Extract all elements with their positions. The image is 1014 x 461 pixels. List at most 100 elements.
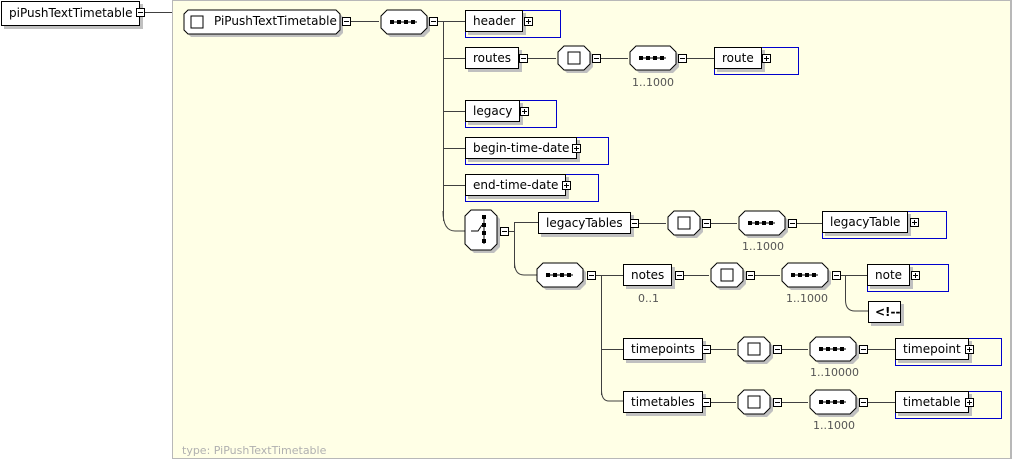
- element-notes[interactable]: notes: [623, 264, 673, 286]
- connector: [755, 275, 780, 276]
- sequence-compositor[interactable]: [808, 336, 859, 365]
- collapse-toggle[interactable]: [500, 227, 509, 236]
- occurrence-label: 1..1000: [742, 240, 784, 253]
- sequence-compositor[interactable]: [808, 389, 859, 418]
- connector: [797, 223, 822, 224]
- element-routes[interactable]: routes: [465, 47, 519, 69]
- element-timetable[interactable]: timetable: [895, 391, 969, 413]
- connector: [351, 21, 379, 22]
- collapse-toggle[interactable]: [859, 345, 868, 354]
- element-legacyTables[interactable]: legacyTables: [538, 212, 631, 234]
- expand-toggle[interactable]: [572, 144, 581, 153]
- element-note[interactable]: note: [867, 264, 911, 286]
- expand-toggle[interactable]: [965, 345, 974, 354]
- element-begin-time-date[interactable]: begin-time-date: [465, 137, 578, 159]
- connector: [684, 275, 709, 276]
- element-route[interactable]: route: [714, 47, 762, 69]
- occurrence-label: 1..1000: [632, 76, 674, 89]
- collapse-toggle[interactable]: [788, 219, 797, 228]
- connector: [514, 223, 515, 268]
- collapse-toggle[interactable]: [136, 8, 145, 17]
- sequence-compositor[interactable]: [535, 262, 586, 291]
- connector: [145, 12, 173, 13]
- connector: [711, 223, 737, 224]
- connector: [601, 58, 628, 59]
- connector: [841, 275, 867, 276]
- collapse-toggle[interactable]: [342, 17, 351, 26]
- connector: [782, 402, 808, 403]
- complex-type-label: PiPushTextTimetable: [214, 14, 337, 28]
- element-legacyTable[interactable]: legacyTable: [822, 211, 909, 233]
- expand-toggle[interactable]: [520, 107, 529, 116]
- connector: [514, 222, 539, 223]
- collapse-toggle[interactable]: [773, 345, 782, 354]
- all-icon: [190, 15, 204, 29]
- complex-type-box[interactable]: [182, 9, 343, 38]
- element-timepoint[interactable]: timepoint: [895, 338, 969, 360]
- expand-toggle[interactable]: [965, 398, 974, 407]
- connector: [868, 349, 895, 350]
- connector: [601, 349, 623, 350]
- all-compositor[interactable]: [666, 210, 703, 239]
- all-compositor[interactable]: [736, 336, 773, 365]
- collapse-toggle[interactable]: [678, 54, 687, 63]
- collapse-toggle[interactable]: [592, 54, 601, 63]
- collapse-toggle[interactable]: [746, 271, 755, 280]
- connector: [443, 185, 465, 186]
- collapse-toggle[interactable]: [675, 271, 684, 280]
- connector: [443, 111, 465, 112]
- occurrence-label: 1..1000: [786, 292, 828, 305]
- collapse-toggle[interactable]: [429, 17, 438, 26]
- expand-toggle[interactable]: [762, 54, 771, 63]
- expand-toggle[interactable]: [524, 17, 533, 26]
- collapse-toggle[interactable]: [859, 398, 868, 407]
- expand-toggle[interactable]: [562, 181, 571, 190]
- connector: [711, 402, 736, 403]
- element-header[interactable]: header: [465, 10, 524, 32]
- collapse-toggle[interactable]: [702, 219, 711, 228]
- sequence-compositor[interactable]: [628, 45, 679, 74]
- connector: [868, 402, 895, 403]
- connector: [509, 231, 514, 232]
- element-legacy[interactable]: legacy: [465, 100, 521, 122]
- choice-compositor[interactable]: [442, 209, 503, 260]
- comment-node[interactable]: <!--: [868, 301, 901, 323]
- occurrence-label: 0..1: [638, 292, 659, 305]
- connector: [443, 148, 465, 149]
- element-end-time-date[interactable]: end-time-date: [465, 174, 567, 196]
- all-compositor[interactable]: [709, 262, 746, 291]
- element-timetables[interactable]: timetables: [623, 391, 703, 413]
- connector: [514, 261, 537, 276]
- collapse-toggle[interactable]: [587, 271, 596, 280]
- collapse-toggle[interactable]: [773, 398, 782, 407]
- sequence-compositor[interactable]: [379, 9, 430, 38]
- collapse-toggle[interactable]: [702, 345, 711, 354]
- connector: [601, 275, 602, 395]
- connector: [528, 58, 556, 59]
- collapse-toggle[interactable]: [702, 398, 711, 407]
- connector: [782, 349, 808, 350]
- connector: [687, 58, 714, 59]
- connector: [443, 58, 465, 59]
- type-caption: type: PiPushTextTimetable: [182, 444, 327, 457]
- connector: [845, 275, 868, 312]
- root-element[interactable]: piPushTextTimetable: [1, 1, 141, 26]
- all-compositor[interactable]: [556, 45, 593, 74]
- expand-toggle[interactable]: [911, 271, 920, 280]
- connector: [601, 389, 624, 402]
- sequence-compositor[interactable]: [737, 210, 788, 239]
- occurrence-label: 1..1000: [813, 419, 855, 432]
- connector: [438, 21, 465, 22]
- collapse-toggle[interactable]: [832, 271, 841, 280]
- sequence-compositor[interactable]: [780, 262, 831, 291]
- element-timepoints[interactable]: timepoints: [623, 338, 703, 360]
- connector: [711, 349, 736, 350]
- connector: [639, 223, 666, 224]
- occurrence-label: 1..10000: [810, 366, 859, 379]
- all-compositor[interactable]: [736, 389, 773, 418]
- connector: [596, 275, 623, 276]
- collapse-toggle[interactable]: [630, 219, 639, 228]
- collapse-toggle[interactable]: [519, 54, 528, 63]
- expand-toggle[interactable]: [910, 218, 919, 227]
- connector: [443, 21, 444, 221]
